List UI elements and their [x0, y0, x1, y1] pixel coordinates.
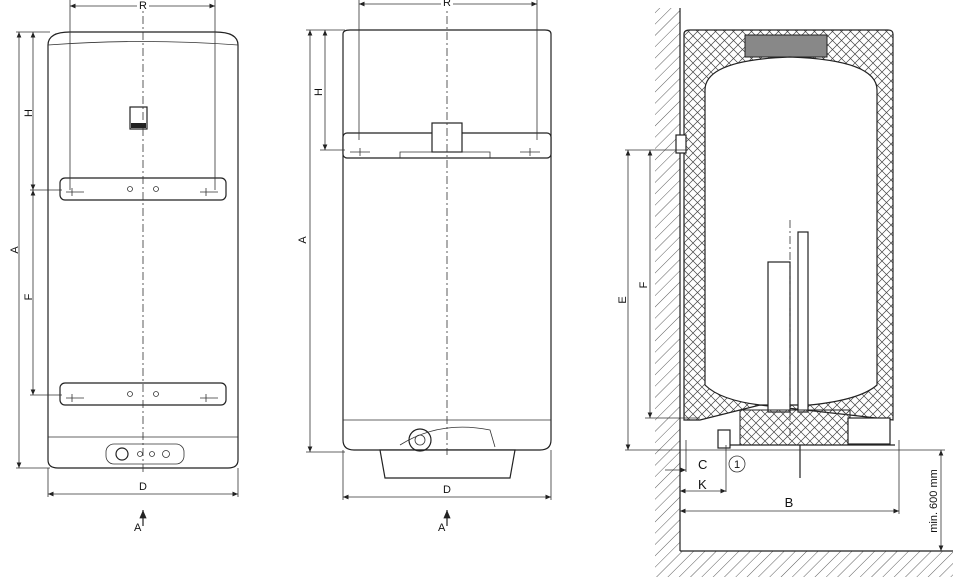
heater-body-front: [47, 31, 239, 469]
dim-d-label: D: [139, 481, 147, 493]
heating-flange: [739, 409, 851, 446]
thermostat-sensor-tube: [797, 231, 809, 413]
dim-b-label: B: [785, 495, 794, 510]
floor-hatch: [655, 551, 953, 577]
dim-k-label: K: [698, 477, 707, 492]
thermostat-knob-icon: [408, 428, 432, 452]
pipe-stub: [717, 429, 731, 449]
dim-d-label: D: [443, 484, 451, 496]
dim-f-label: F: [23, 293, 35, 300]
dim-e-label: E: [617, 296, 629, 303]
wall-hook: [675, 134, 687, 154]
dim-a-label: A: [297, 236, 309, 244]
inner-tank: [704, 56, 878, 406]
bottom-cover: [379, 449, 516, 479]
dim-h-label: H: [23, 109, 35, 117]
dim-h-label: H: [313, 88, 325, 96]
dim-r-label: R: [139, 0, 147, 12]
thermostat-dial-icon: [115, 447, 129, 461]
dim-r-label: R: [443, 0, 451, 9]
control-panel: [105, 443, 185, 465]
callout-circle: [728, 455, 746, 473]
anode-tube: [767, 261, 791, 413]
side-view: R H A D A: [297, 0, 552, 534]
front-view: R H F A D A: [9, 0, 239, 534]
callout-1: 1: [734, 459, 740, 471]
top-insulation-block: [744, 34, 828, 58]
view-arrow-label: A: [438, 522, 446, 534]
wall-hatch: [655, 8, 680, 551]
dim-c-label: C: [698, 457, 707, 472]
control-housing: [847, 417, 891, 445]
dim-f-label: F: [638, 281, 650, 288]
view-arrow-label: A: [134, 522, 142, 534]
dim-a-label: A: [9, 246, 21, 254]
min-clearance-label: min. 600 mm: [928, 469, 940, 533]
section-view: E F C K 1 B min. 600 mm: [617, 8, 953, 577]
